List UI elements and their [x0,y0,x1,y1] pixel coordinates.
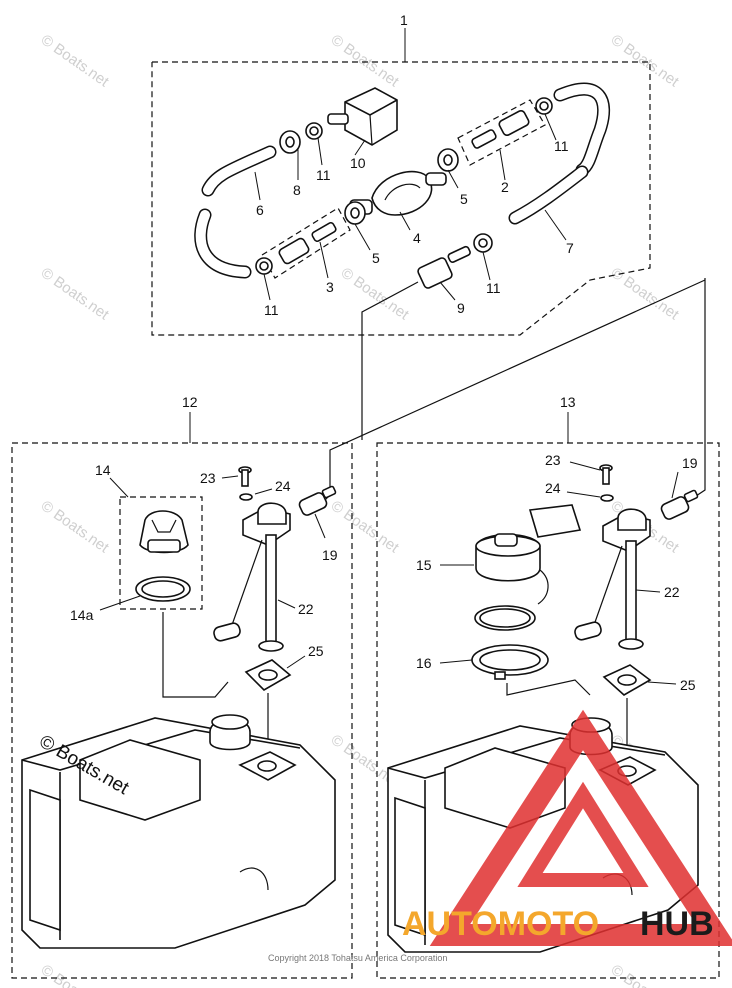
connector-10 [327,87,398,146]
callout-5: 5 [372,250,380,266]
watermark: © Boats.net [608,961,683,988]
watermark: © Boats.net [608,264,683,323]
callout-24: 24 [545,480,561,496]
screw-23-b [599,464,613,485]
connector-9 [417,245,471,289]
callout-22: 22 [298,601,314,617]
watermark: © Boats.net [608,31,683,90]
callout-13: 13 [560,394,576,410]
gasket-25 [244,659,292,691]
brand-automoto: AUTOMOTO [402,905,599,943]
callout-11: 11 [486,280,501,296]
gasket-25-b [602,664,652,696]
watermark: © Boats.net [38,264,113,323]
clip-11-a [305,122,323,140]
callout-12: 12 [182,394,198,410]
callout-1: 1 [400,12,408,28]
callout-8: 8 [293,182,301,198]
callout-10: 10 [350,155,366,171]
watermark: © Boats.net [338,264,413,323]
callout-5: 5 [460,191,468,207]
fuel-tank-assembly-12: 12 14 14a 23 24 [11,394,353,979]
callout-14a: 14a [70,607,94,623]
callout-19: 19 [322,547,338,563]
warning-tag [528,504,582,538]
callout-16: 16 [416,655,432,671]
automotohub-logo [429,709,732,946]
callout-4: 4 [413,230,421,246]
callout-11: 11 [554,138,569,154]
callout-19: 19 [682,455,698,471]
check-valve-3 [261,207,351,279]
screw-23 [238,466,252,487]
washer-24 [239,493,253,501]
brand-hub: HUB [640,905,714,943]
clip-11-c [255,257,273,275]
clip-11-b [535,97,553,115]
callout-6: 6 [256,202,264,218]
group-12-boundary [11,442,353,979]
callout-25: 25 [680,677,696,693]
fuel-tank-left [21,714,336,949]
callout-3: 3 [326,279,334,295]
fitting-19 [298,485,337,516]
retaining-ring-16 [471,644,549,680]
watermark: © Boats.net [38,961,113,988]
brand-text: AUTOMOTO HUB [402,905,714,943]
connection-lines [319,278,706,506]
callout-7: 7 [566,240,574,256]
callout-22: 22 [664,584,680,600]
callout-2: 2 [501,179,509,195]
callout-25: 25 [308,643,324,659]
group-14-boundary [119,496,203,610]
clip-11-d [473,233,493,253]
grommet-5-b [344,201,366,225]
copyright-notice: Copyright 2018 Tohatsu America Corporati… [268,953,447,963]
watermark: © Boats.net [38,31,113,90]
callout-23: 23 [545,452,561,468]
callout-14: 14 [95,462,111,478]
group-1-boundary [151,61,651,336]
callout-23: 23 [200,470,216,486]
fuel-hose-assembly: 1 8 11 10 6 4 5 5 3 11 2 11 7 9 11 [151,12,651,336]
grommet-5-a [437,148,459,172]
watermark: © Boats.net [328,31,403,90]
o-ring-15 [474,605,536,631]
callout-11: 11 [264,302,279,318]
callout-24: 24 [275,478,291,494]
vent-cap-14 [139,510,189,554]
callout-9: 9 [457,300,465,316]
watermark: © Boats.net [328,497,403,556]
fuel-cap-15 [475,533,549,605]
o-ring-14a [135,576,191,602]
callout-11: 11 [316,167,331,183]
watermark: © Boats.net [38,497,113,556]
fitting-19-b [660,489,699,520]
group-13-boundary [376,442,720,979]
fuel-gauge-22 [213,502,291,652]
check-valve-2 [457,99,546,166]
washer-24-b [600,494,614,502]
grommet-8 [279,130,301,154]
callout-15: 15 [416,557,432,573]
fuel-gauge-22-b [574,508,651,650]
fuel-tank-assembly-13: 13 23 24 19 15 [376,394,720,979]
